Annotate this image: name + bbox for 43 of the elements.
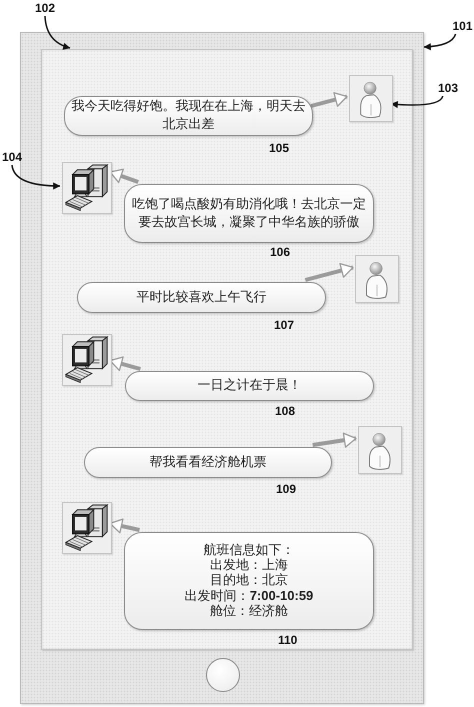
block-arrow — [109, 356, 141, 372]
leader-arrow — [424, 34, 456, 50]
leader-arrow — [390, 96, 444, 108]
callout-number: 108 — [275, 405, 296, 418]
block-arrow — [310, 92, 348, 108]
callout-number: 110 — [278, 634, 298, 647]
message-text: 平时比较喜欢上午飞行 — [136, 288, 266, 306]
computer-icon — [62, 334, 112, 386]
computer-icon — [62, 162, 112, 214]
speech-bubble — [77, 282, 326, 313]
person-icon — [358, 426, 402, 474]
callout-number: 105 — [269, 142, 290, 155]
leader-arrow — [11, 164, 60, 190]
message-text: 目的地：北京 — [210, 573, 288, 588]
message-text: 舱位：经济舱 — [210, 604, 288, 619]
message-text: 一日之计在于晨！ — [198, 377, 302, 395]
callout-number: 109 — [276, 483, 296, 496]
message-text: 航班信息如下： — [204, 543, 294, 558]
callout-number: 102 — [32, 1, 58, 16]
block-arrow — [109, 518, 140, 534]
callout-number: 107 — [274, 319, 294, 332]
callout-number: 101 — [451, 19, 474, 34]
callout-number: 106 — [270, 246, 290, 259]
speech-bubble — [125, 371, 374, 401]
person-icon — [349, 75, 393, 122]
phone-frame — [20, 32, 424, 704]
leader-arrow — [44, 16, 70, 50]
person-icon — [355, 255, 399, 303]
block-arrow — [109, 168, 139, 184]
callout-number: 103 — [435, 81, 461, 96]
message-text: 吃饱了喝点酸奶有助消化哦！去北京一定要去故宫长城，凝聚了中华名族的骄傲 — [131, 196, 367, 232]
message-text: 出发地：上海 — [210, 558, 288, 573]
phone-screen — [41, 49, 413, 650]
block-arrow — [312, 432, 357, 448]
speech-bubble — [84, 447, 332, 478]
speech-bubble — [124, 532, 374, 630]
block-arrow — [304, 262, 354, 282]
message-text: 出发时间：7:00-10:59 — [184, 588, 314, 604]
message-text: 帮我看看经济舱机票 — [150, 454, 266, 472]
speech-bubble — [124, 184, 374, 243]
computer-icon — [62, 502, 112, 554]
callout-number: 104 — [0, 150, 24, 165]
message-text: 我今天吃得好饱。我现在在上海，明天去北京出差 — [70, 98, 306, 134]
